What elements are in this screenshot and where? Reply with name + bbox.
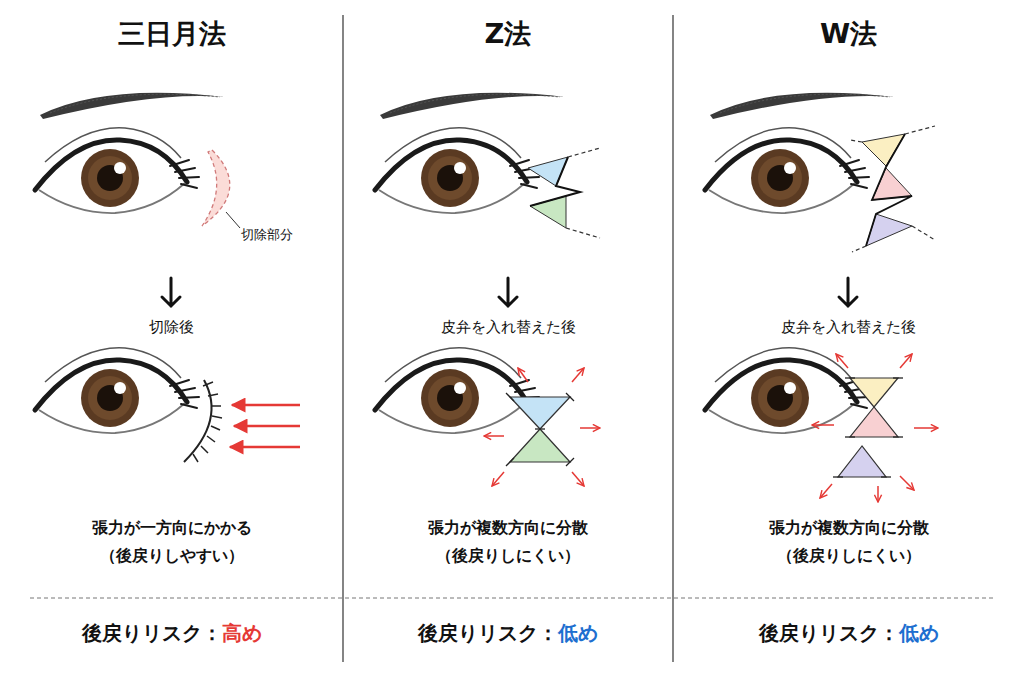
column-title: Z法 bbox=[343, 16, 673, 52]
method-column: Z法皮弁を入れ替えた後張力が複数方向に分散 （後戻りしにくい） 後戻りリスク：低め bbox=[343, 0, 673, 683]
risk-value: 低め bbox=[899, 620, 939, 647]
description-note: （後戻りしにくい） bbox=[673, 546, 1024, 567]
column-title: 三日月法 bbox=[0, 16, 343, 52]
part-label: 切除部分 bbox=[241, 226, 293, 244]
risk-line: 後戻りリスク：低め bbox=[343, 620, 673, 647]
description-note: （後戻りしにくい） bbox=[343, 546, 673, 567]
stage-label: 切除後 bbox=[0, 318, 343, 337]
description: 張力が複数方向に分散 bbox=[343, 518, 673, 539]
method-column: W法皮弁を入れ替えた後張力が複数方向に分散 （後戻りしにくい） 後戻りリスク：低め bbox=[673, 0, 1024, 683]
risk-value: 高め bbox=[222, 620, 262, 647]
description-note: （後戻りしやすい） bbox=[0, 546, 343, 567]
risk-label: 後戻りリスク： bbox=[82, 620, 222, 647]
method-column: 三日月法切除後張力が一方向にかかる （後戻りしやすい） 後戻りリスク：高め bbox=[0, 0, 343, 683]
risk-line: 後戻りリスク：低め bbox=[673, 620, 1024, 647]
risk-line: 後戻りリスク：高め bbox=[0, 620, 343, 647]
description: 張力が一方向にかかる bbox=[0, 518, 343, 539]
description: 張力が複数方向に分散 bbox=[673, 518, 1024, 539]
column-title: W法 bbox=[673, 16, 1024, 52]
risk-label: 後戻りリスク： bbox=[759, 620, 899, 647]
risk-label: 後戻りリスク： bbox=[418, 620, 558, 647]
risk-value: 低め bbox=[558, 620, 598, 647]
stage-label: 皮弁を入れ替えた後 bbox=[673, 318, 1024, 337]
stage-label: 皮弁を入れ替えた後 bbox=[343, 318, 673, 337]
